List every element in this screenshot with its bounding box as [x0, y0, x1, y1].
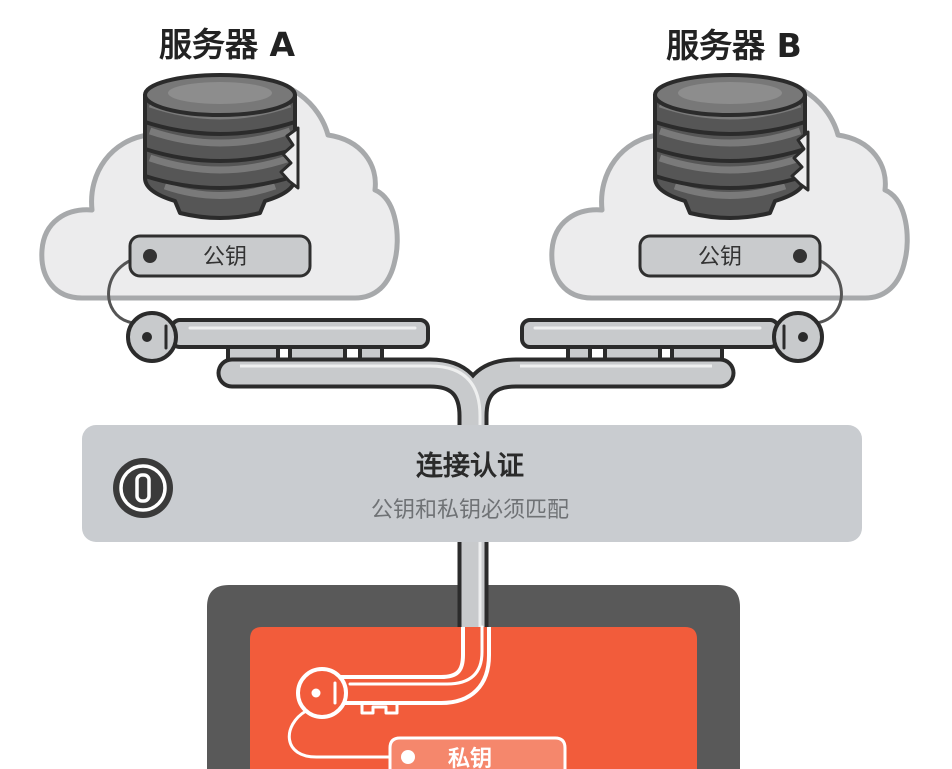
key-shaft [520, 318, 780, 349]
public-key-label-a: 公钥 [203, 245, 247, 270]
database-a-icon [143, 73, 300, 220]
tag-background [128, 234, 312, 278]
key-hole [798, 332, 808, 342]
database-band-lines [654, 120, 806, 190]
private-key-label: 私钥 [448, 746, 492, 769]
private-key-teeth [360, 703, 399, 715]
tag-connector-dot [143, 249, 157, 263]
auth-banner: 连接认证 公钥和私钥必须匹配 [82, 425, 862, 542]
pipe-highlight [240, 364, 712, 627]
keyhole-icon-ring [119, 464, 167, 512]
database-top-shine [678, 82, 782, 104]
private-key-icon [287, 625, 491, 759]
private-key-tag-background [388, 736, 567, 769]
private-key-wire [287, 709, 402, 759]
database-body [653, 93, 807, 220]
pipe-fill [220, 361, 732, 644]
key-shaft [170, 318, 430, 349]
banner-background [82, 425, 862, 542]
database-bite [279, 126, 300, 190]
database-body [143, 93, 297, 220]
public-key-tag-b: 公钥 [638, 234, 822, 278]
keyhole-icon [113, 458, 173, 518]
server-b-title: 服务器 B [666, 26, 802, 65]
server-a-title: 服务器 A [159, 25, 295, 64]
keyhole-icon-slot [135, 473, 151, 503]
key-hole [142, 332, 152, 342]
database-b-icon [653, 73, 810, 220]
private-key-tag: 私钥 [388, 736, 567, 769]
key-pipe [216, 357, 736, 648]
database-band-lines [144, 120, 296, 190]
public-key-b-icon [520, 311, 824, 363]
laptop-screen [250, 627, 697, 769]
public-key-label-b: 公钥 [698, 245, 742, 270]
private-key-tube-highlight [348, 625, 484, 686]
client-laptop: 私钥 [250, 625, 697, 769]
public-key-tag-a: 公钥 [128, 234, 312, 278]
private-key-ring [296, 667, 348, 719]
banner-title: 连接认证 [416, 450, 524, 482]
public-key-a-icon [126, 311, 430, 363]
private-key-tag-dot [401, 750, 415, 764]
database-bite [790, 130, 810, 192]
banner-subtitle: 公钥和私钥必须匹配 [371, 498, 569, 523]
tag-background [638, 234, 822, 278]
database-top-shine [168, 82, 272, 104]
private-key-hole [311, 688, 321, 698]
tag-connector-dot [793, 249, 807, 263]
